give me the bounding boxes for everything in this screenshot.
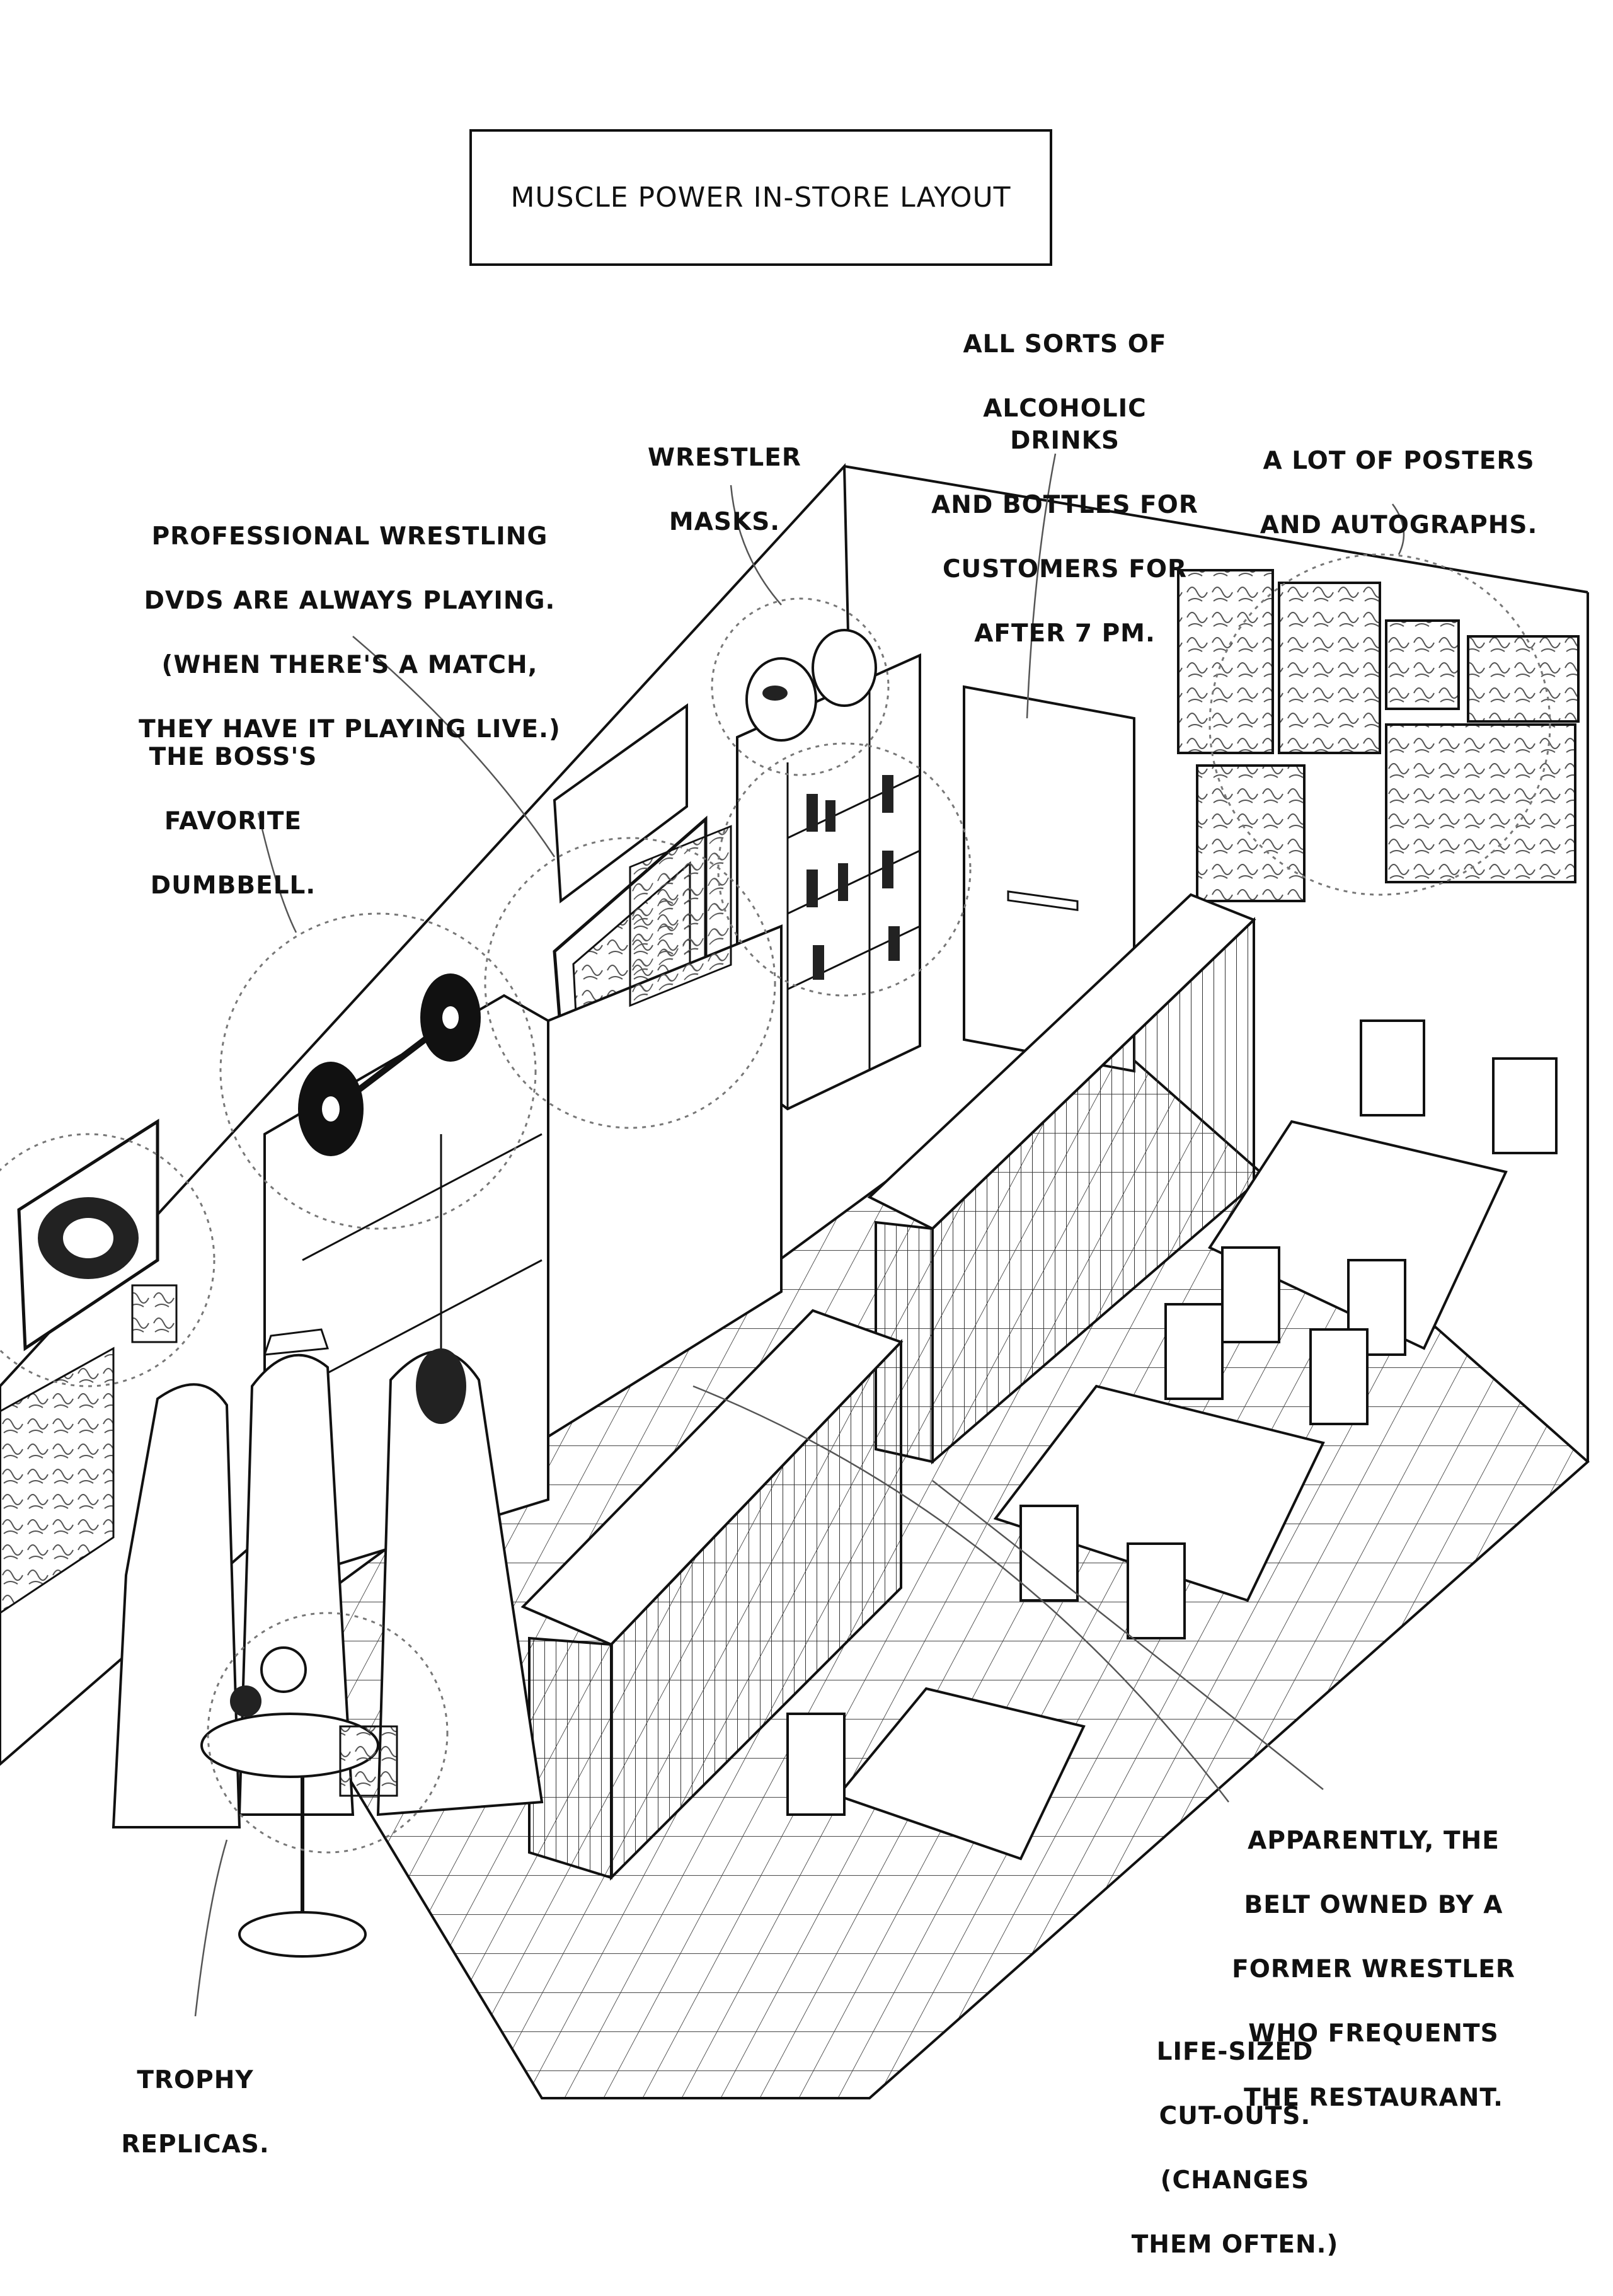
annotation-trophy: TROPHY REPLICAS. bbox=[121, 2066, 270, 2159]
title-box: MUSCLE POWER IN-STORE LAYOUT bbox=[469, 129, 1052, 266]
wall-posters-left bbox=[0, 1346, 115, 1614]
annotation-posters: A LOT OF POSTERS AND AUTOGRAPHS. bbox=[1260, 447, 1538, 539]
bar-counter-front bbox=[520, 1309, 904, 1881]
belt-frame bbox=[17, 1118, 178, 1352]
callout-circles bbox=[0, 553, 1551, 1854]
annotation-masks: WRESTLER MASKS. bbox=[648, 444, 801, 536]
life-sized-cutouts bbox=[112, 1328, 544, 1828]
page-title: MUSCLE POWER IN-STORE LAYOUT bbox=[510, 181, 1011, 214]
annotation-alcohol: ALL SORTS OF ALCOHOLIC DRINKS AND BOTTLE… bbox=[931, 330, 1198, 648]
annotation-belt: APPARENTLY, THE BELT OWNED BY A FORMER W… bbox=[1232, 1827, 1515, 2112]
posters-wall bbox=[1177, 569, 1580, 902]
trophy-table bbox=[200, 1646, 398, 1958]
annotation-cutouts: LIFE-SIZED CUT-OUTS. (CHANGES THEM OFTEN… bbox=[1131, 2038, 1339, 2259]
chairs bbox=[786, 1019, 1558, 1816]
bottle-shelf bbox=[736, 629, 921, 1111]
annotation-dumbbell: THE BOSS'S FAVORITE DUMBBELL. bbox=[149, 743, 318, 900]
annotation-dvds: PROFESSIONAL WRESTLING DVDS ARE ALWAYS P… bbox=[139, 522, 561, 743]
leader-lines bbox=[194, 453, 1405, 2017]
dumbbell bbox=[298, 973, 481, 1156]
